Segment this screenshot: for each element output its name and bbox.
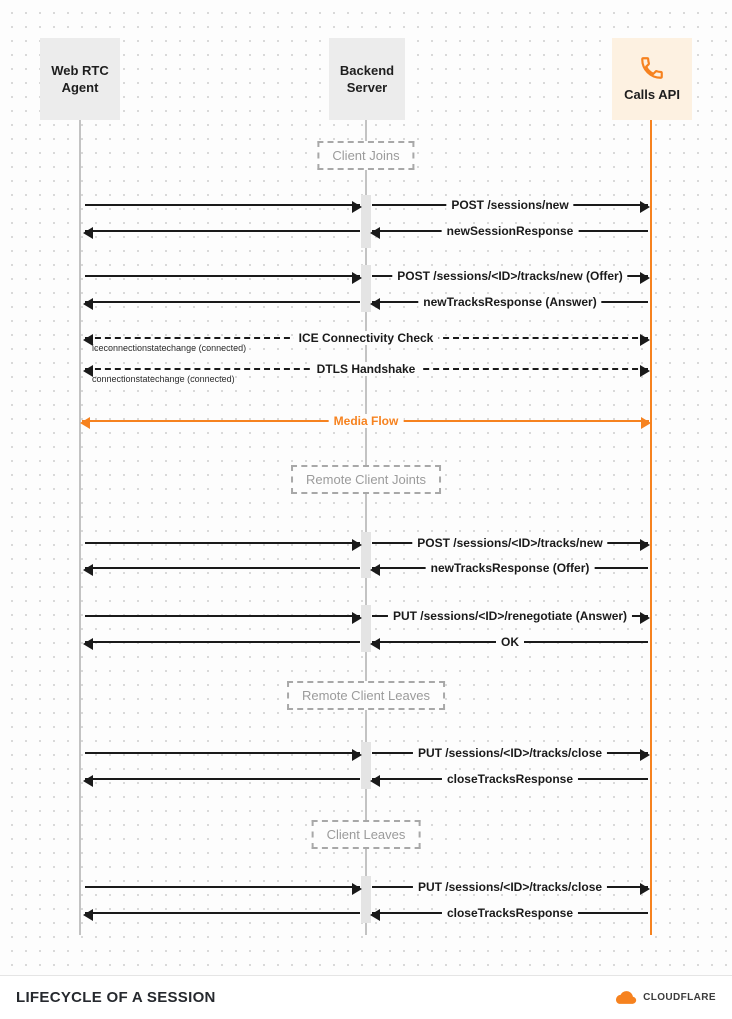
message-label: closeTracksResponse [441,772,579,786]
lifeline-backend-server [365,120,367,935]
phase-client-joins: Client Joins [317,141,415,170]
message-label: PUT /sessions/<ID>/renegotiate (Answer) [387,609,633,623]
arrowhead-left-icon [80,417,90,429]
arrowhead-right-icon [352,749,362,761]
arrow-backend-to-agent [83,775,360,787]
arrow-agent-to-backend [85,749,362,761]
phone-icon [639,55,665,81]
arrowhead-left-icon [370,638,380,650]
arrowhead-left-icon [370,909,380,921]
arrowhead-left-icon [83,365,93,377]
arrowhead-left-icon [370,298,380,310]
arrowhead-right-icon [640,883,650,895]
phase-client-leaves: Client Leaves [311,820,421,849]
arrow-agent-to-backend [85,201,362,213]
arrow-backend-to-agent [83,638,360,650]
page-title: LIFECYCLE OF A SESSION [16,989,216,1006]
footer: LIFECYCLE OF A SESSION CLOUDFLARE [0,975,732,1019]
phase-remote-client-joints: Remote Client Joints [291,465,441,494]
arrow-agent-to-backend [85,883,362,895]
message-label: PUT /sessions/<ID>/tracks/close [412,746,608,760]
arrowhead-left-icon [370,775,380,787]
arrowhead-right-icon [640,365,650,377]
arrowhead-left-icon [83,638,93,650]
arrowhead-right-icon [640,749,650,761]
message-label: closeTracksResponse [441,906,579,920]
activation-bar [361,876,371,923]
arrowhead-left-icon [83,334,93,346]
arrowhead-right-icon [352,539,362,551]
actor-calls-api: Calls API [612,38,692,120]
arrowhead-left-icon [83,909,93,921]
arrow-backend-to-agent [83,227,360,239]
phase-remote-client-leaves: Remote Client Leaves [287,681,445,710]
arrowhead-right-icon [352,201,362,213]
arrow-backend-to-agent [83,909,360,921]
actor-label-line: Agent [61,80,99,95]
activation-bar [361,605,371,652]
message-label: newTracksResponse (Answer) [418,295,602,309]
activation-bar [361,532,371,578]
note-connectionstatechange: connectionstatechange (connected) [92,374,235,384]
arrowhead-left-icon [83,775,93,787]
arrowhead-right-icon [640,612,650,624]
arrow-agent-to-backend [85,612,362,624]
message-label: POST /sessions/new [446,198,574,212]
message-label: POST /sessions/<ID>/tracks/new (Offer) [392,269,628,283]
note-iceconnectionstatechange: iceconnectionstatechange (connected) [92,343,247,353]
activation-bar [361,195,371,248]
message-label: newTracksResponse (Offer) [425,561,595,575]
activation-bar [361,265,371,312]
arrowhead-right-icon [640,539,650,551]
cloud-icon [616,991,638,1004]
arrow-backend-to-agent [83,564,360,576]
message-label: PUT /sessions/<ID>/tracks/close [412,880,608,894]
arrow-backend-to-agent [83,298,360,310]
message-label: newSessionResponse [441,224,579,238]
arrowhead-right-icon [352,612,362,624]
arrowhead-right-icon [352,883,362,895]
arrowhead-left-icon [370,564,380,576]
arrowhead-left-icon [83,298,93,310]
arrow-agent-to-backend [85,272,362,284]
arrowhead-left-icon [83,227,93,239]
lifeline-calls-api [650,120,652,935]
message-label: POST /sessions/<ID>/tracks/new [412,536,608,550]
actor-webrtc-agent: Web RTC Agent [40,38,120,120]
brand-text: CLOUDFLARE [643,992,716,1003]
message-label: Media Flow [328,414,404,428]
actor-label-line: Backend [339,63,395,78]
cloudflare-logo: CLOUDFLARE [616,991,716,1004]
actor-backend-server: Backend Server [329,38,405,120]
message-label: DTLS Handshake [311,362,421,376]
arrowhead-left-icon [83,564,93,576]
actor-label: Calls API [624,87,680,102]
actor-label-line: Server [346,80,388,95]
arrowhead-right-icon [640,334,650,346]
actor-label-line: Web RTC [51,63,109,78]
arrowhead-left-icon [370,227,380,239]
message-label: ICE Connectivity Check [293,331,439,345]
arrowhead-right-icon [640,272,650,284]
activation-bar [361,742,371,789]
arrowhead-right-icon [352,272,362,284]
message-label: OK [496,635,524,649]
lifeline-webrtc-agent [79,120,81,935]
arrowhead-right-icon [641,417,651,429]
arrowhead-right-icon [640,201,650,213]
arrow-agent-to-backend [85,539,362,551]
